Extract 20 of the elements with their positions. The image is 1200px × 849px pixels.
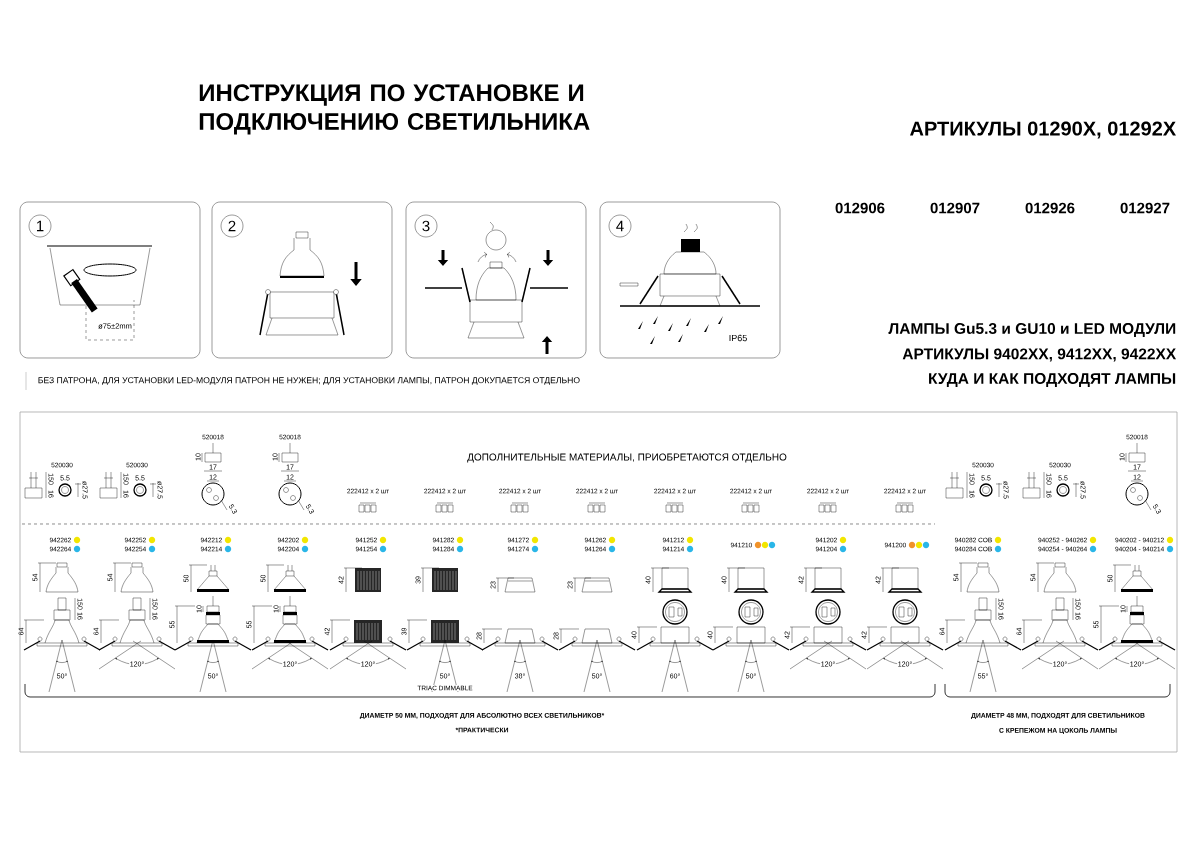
step-number: 3: [414, 214, 438, 238]
step-number: 4: [608, 214, 632, 238]
title: ИНСТРУКЦИЯ ПО УСТАНОВКЕ И ПОДКЛЮЧЕНИЮ СВЕТИЛЬНИКА: [199, 84, 590, 135]
lamp-heading: ЛАМПЫ Gu5.3 и GU10 и LED МОДУЛИ: [888, 323, 1176, 337]
step-number: 1: [28, 214, 52, 238]
lamp-heading: КУДА И КАК ПОДХОДЯТ ЛАМПЫ: [929, 373, 1176, 387]
lamp-heading: АРТИКУЛЫ 9402XX, 9412XX, 9422XX: [902, 348, 1177, 362]
step-panel: [599, 201, 781, 359]
article-number: 012927: [1120, 202, 1170, 214]
section-heading: ДОПОЛНИТЕЛЬНЫЕ МАТЕРИАЛЫ, ПРИОБРЕТАЮТСЯ ОТДЕЛЬНО: [467, 453, 787, 463]
article-number: 012907: [930, 202, 980, 214]
article-number: 012926: [1025, 202, 1075, 214]
step-label: IP65: [729, 334, 747, 342]
note-text: БЕЗ ПАТРОНА, ДЛЯ УСТАНОВКИ LED-МОДУЛЯ ПАТРОН НЕ НУЖЕН; ДЛЯ УСТАНОВКИ ЛАМПЫ, ПАТРОН ДОКУПАЕТСЯ ОТДЕЛЬНО: [38, 377, 580, 385]
step-panel: [19, 201, 201, 359]
article-heading: АРТИКУЛЫ 01290X, 01292X: [910, 121, 1176, 139]
step-panel: [211, 201, 393, 359]
step-number: 2: [220, 214, 244, 238]
article-number: 012906: [835, 202, 885, 214]
step-panel: [405, 201, 587, 359]
